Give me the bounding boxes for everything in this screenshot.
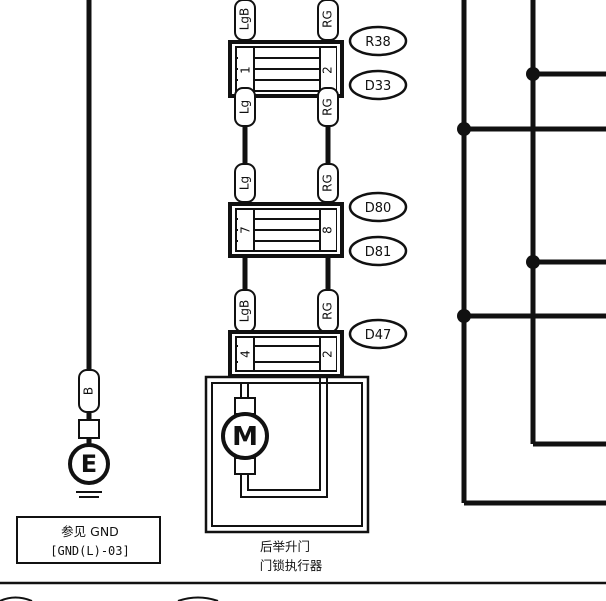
oval-d33-text: D33 bbox=[365, 79, 392, 94]
wire-label-lgb-top-text: LgB bbox=[238, 8, 252, 31]
ground-symbol bbox=[68, 443, 110, 485]
wire-label-rg-mid1 bbox=[317, 87, 339, 127]
wire-label-rg-top-text: RG bbox=[321, 10, 335, 28]
oval-d80-text: D80 bbox=[365, 201, 392, 216]
ground-reference-line2: [GND(L)-03] bbox=[50, 544, 129, 558]
wire-label-rg-mid2-text: RG bbox=[321, 174, 335, 192]
ground-branch: B E 参见 GND [GND(L)-03] bbox=[16, 0, 161, 564]
actuator-caption-line2: 门锁执行器 bbox=[260, 558, 323, 573]
pin-d47-4: 4 bbox=[239, 350, 253, 358]
pin-r38-1: 1 bbox=[239, 66, 253, 74]
pin-d80-7: 7 bbox=[239, 226, 253, 234]
oval-r38 bbox=[348, 25, 408, 57]
oval-d81-text: D81 bbox=[365, 245, 392, 260]
actuator-caption-line1: 后举升门 bbox=[260, 539, 310, 554]
oval-d80 bbox=[348, 191, 408, 223]
ground-reference-box bbox=[16, 516, 161, 564]
right-wiring-bus bbox=[457, 0, 606, 506]
oval-d81 bbox=[348, 235, 408, 267]
pin-d47-2: 2 bbox=[321, 350, 335, 358]
pin-r38-2: 2 bbox=[321, 66, 335, 74]
wire-label-lg-mid1-text: Lg bbox=[238, 100, 252, 114]
wire-label-rg-mid1-text: RG bbox=[321, 98, 335, 116]
wire-label-lg-mid2-text: Lg bbox=[238, 176, 252, 190]
ground-terminal bbox=[78, 419, 100, 439]
rear-gate-lock-actuator: M 后举升门 门锁执行器 bbox=[204, 375, 370, 573]
oval-d47 bbox=[348, 318, 408, 350]
bottom-frame bbox=[0, 581, 606, 601]
motor-symbol-text: M bbox=[232, 422, 258, 452]
oval-d33 bbox=[348, 69, 408, 101]
ground-reference-line1: 参见 GND bbox=[61, 524, 119, 539]
ground-symbol-text: E bbox=[81, 450, 97, 478]
junction-dot bbox=[457, 309, 471, 323]
wire-label-lg-mid1 bbox=[234, 87, 256, 127]
connector-ovals: R38 D33 D80 D81 D47 bbox=[348, 25, 408, 350]
junction-dot bbox=[526, 255, 540, 269]
wire-label-b-text: B bbox=[82, 387, 96, 395]
wire-label-lgb-low-text: LgB bbox=[238, 300, 252, 323]
junction-dot bbox=[457, 122, 471, 136]
oval-r38-text: R38 bbox=[365, 35, 391, 50]
wire-label-rg-low-text: RG bbox=[321, 302, 335, 320]
oval-d47-text: D47 bbox=[365, 328, 392, 343]
pin-d80-8: 8 bbox=[321, 226, 335, 234]
left-harness: LgB RG 1 2 Lg RG Lg RG 7 bbox=[228, 0, 344, 378]
motor-terminal-bottom bbox=[234, 457, 256, 475]
junction-dot bbox=[526, 67, 540, 81]
